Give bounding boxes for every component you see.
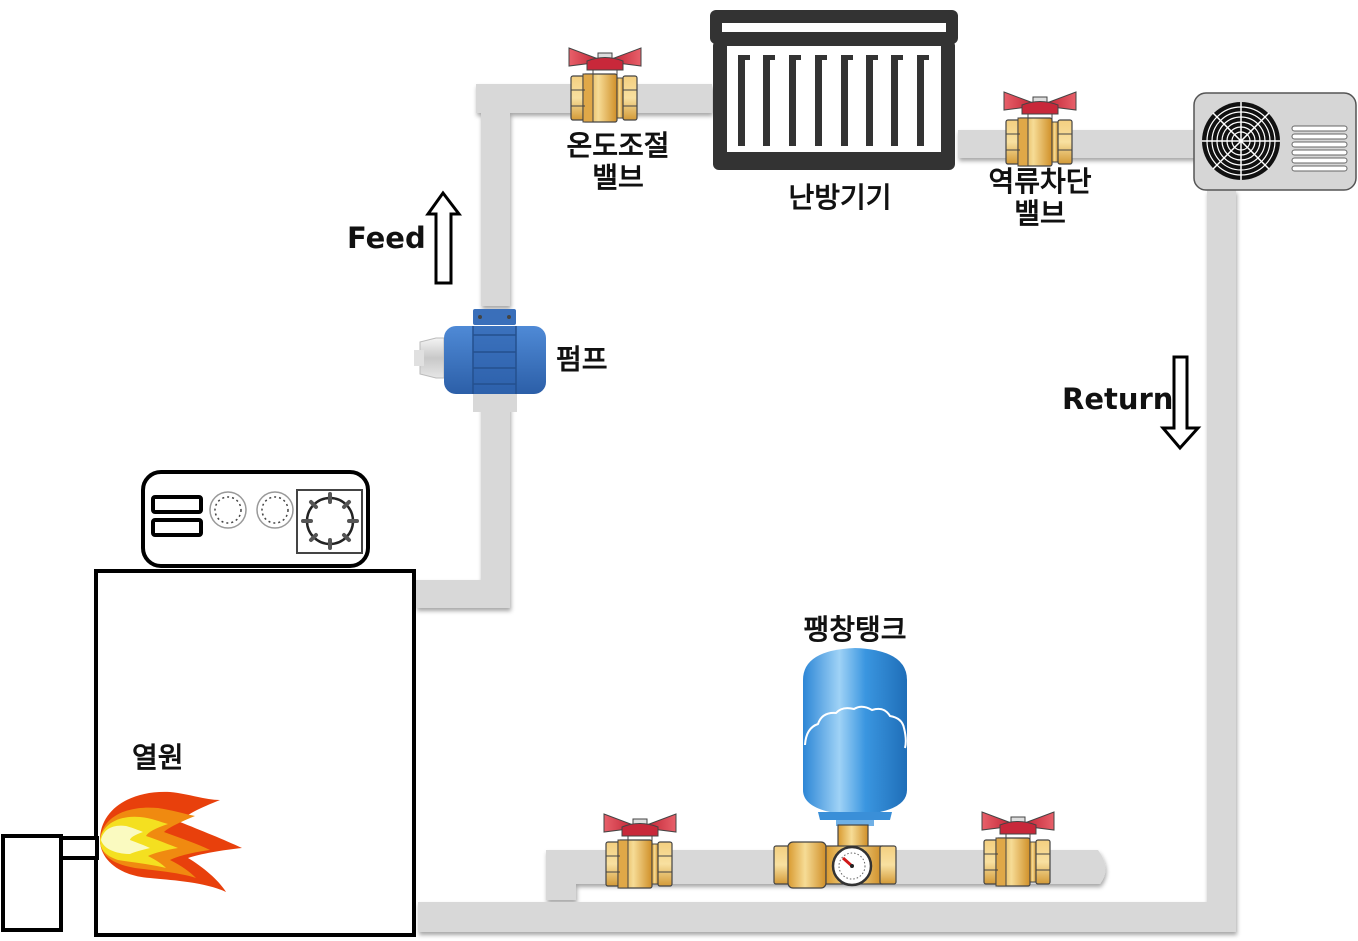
check-valve-label-line1: 역류차단: [988, 165, 1092, 198]
pipe-bottom-main: [418, 902, 1236, 932]
radiator-label: 난방기기: [788, 181, 892, 214]
pipe-riser-upper: [481, 110, 510, 306]
radiator-icon: [710, 10, 958, 170]
pipe-return-vertical: [1207, 190, 1236, 902]
return-arrow-icon: [1159, 355, 1202, 451]
check-valve-label-line2: 밸브: [1014, 197, 1066, 230]
temp-control-valve-label: 온도조절 밸브: [548, 130, 688, 194]
temp-control-valve-label-line1: 온도조절: [566, 129, 670, 162]
bottom-right-valve-icon: [981, 811, 1055, 887]
temp-control-valve-label-line2: 밸브: [592, 161, 644, 194]
pipe-bypass-stub: [546, 850, 576, 900]
expansion-tank-icon: [773, 648, 907, 889]
outdoor-unit-icon: [1193, 92, 1357, 191]
pump-label: 펌프: [556, 343, 608, 376]
expansion-tank-label: 팽창탱크: [803, 613, 907, 646]
heat-source: [1, 470, 416, 937]
pipe-top-right: [958, 130, 1198, 158]
check-valve-icon: [1003, 91, 1077, 167]
control-panel: [141, 470, 370, 568]
burner-nozzle: [59, 836, 99, 860]
feed-label: Feed: [347, 221, 426, 255]
temp-control-valve-icon: [568, 47, 642, 123]
panel-dial-left: [209, 491, 247, 529]
panel-slot-top: [151, 495, 203, 514]
panel-burner-ring: [296, 489, 363, 554]
burner-housing: [1, 834, 63, 932]
heat-source-label: 열원: [132, 741, 184, 774]
pipes: [416, 84, 1236, 932]
pump-icon: [414, 309, 546, 394]
flame-icon: [100, 791, 242, 892]
bottom-left-valve-icon: [603, 813, 677, 889]
return-label: Return: [1062, 382, 1174, 416]
pipe-riser-lower: [481, 392, 510, 608]
panel-dial-right: [256, 491, 294, 529]
panel-slot-bottom: [151, 518, 203, 537]
feed-arrow-icon: [425, 190, 463, 285]
check-valve-label: 역류차단 밸브: [970, 166, 1110, 230]
